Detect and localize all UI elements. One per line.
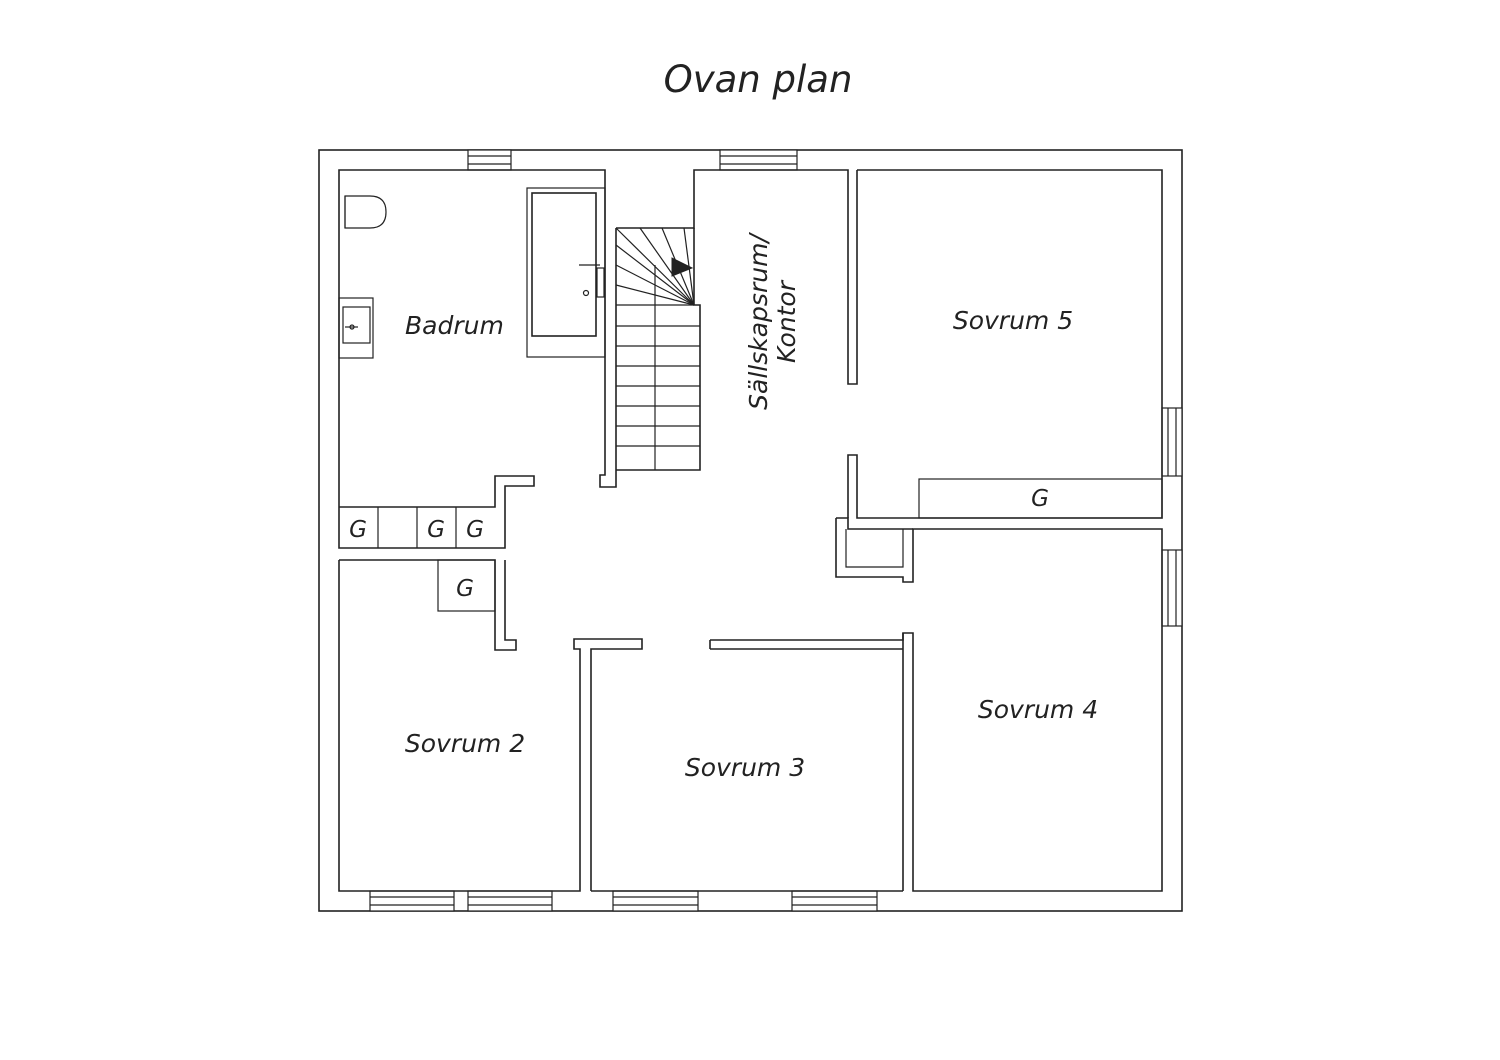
- room-label-sallskapsrum: Sällskapsrum/ Kontor: [744, 232, 801, 410]
- bathroom: [338, 169, 617, 549]
- window-bottom-sovrum2-a: [369, 890, 455, 912]
- shower-icon: [526, 187, 606, 358]
- closet-marker: G: [466, 517, 484, 543]
- closet-marker: G: [349, 517, 367, 543]
- closet-marker: G: [456, 576, 474, 602]
- window-bottom-sovrum3-b: [791, 890, 878, 912]
- closet-marker: G: [1031, 486, 1049, 512]
- plan-title: Ovan plan: [663, 58, 853, 101]
- sovrum4-walls: [709, 517, 1163, 892]
- room-label-badrum: Badrum: [405, 311, 504, 340]
- window-right-sovrum5: [1161, 407, 1183, 477]
- window-right-sovrum4: [1161, 549, 1183, 627]
- toilet-icon: [344, 195, 387, 229]
- room-label-sovrum2: Sovrum 2: [405, 729, 525, 758]
- staircase: [615, 169, 858, 471]
- sovrum5-walls: [847, 169, 1163, 519]
- closet-marker: G: [427, 517, 445, 543]
- sink-icon: [338, 297, 374, 359]
- windows: [369, 149, 1183, 912]
- room-label-sallskapsrum-line2: Kontor: [772, 279, 801, 363]
- sovrum2-walls: [338, 559, 643, 892]
- window-top-office: [719, 149, 798, 171]
- room-label-sovrum4: Sovrum 4: [978, 695, 1098, 724]
- window-bottom-sovrum3-a: [612, 890, 699, 912]
- room-label-sovrum3: Sovrum 3: [685, 753, 805, 782]
- room-label-sovrum5: Sovrum 5: [953, 306, 1073, 335]
- window-top-bathroom: [467, 149, 512, 171]
- window-bottom-sovrum2-b: [467, 890, 553, 912]
- room-label-sallskapsrum-line1: Sällskapsrum/: [744, 232, 773, 410]
- stair-direction-arrow-icon: [671, 257, 694, 277]
